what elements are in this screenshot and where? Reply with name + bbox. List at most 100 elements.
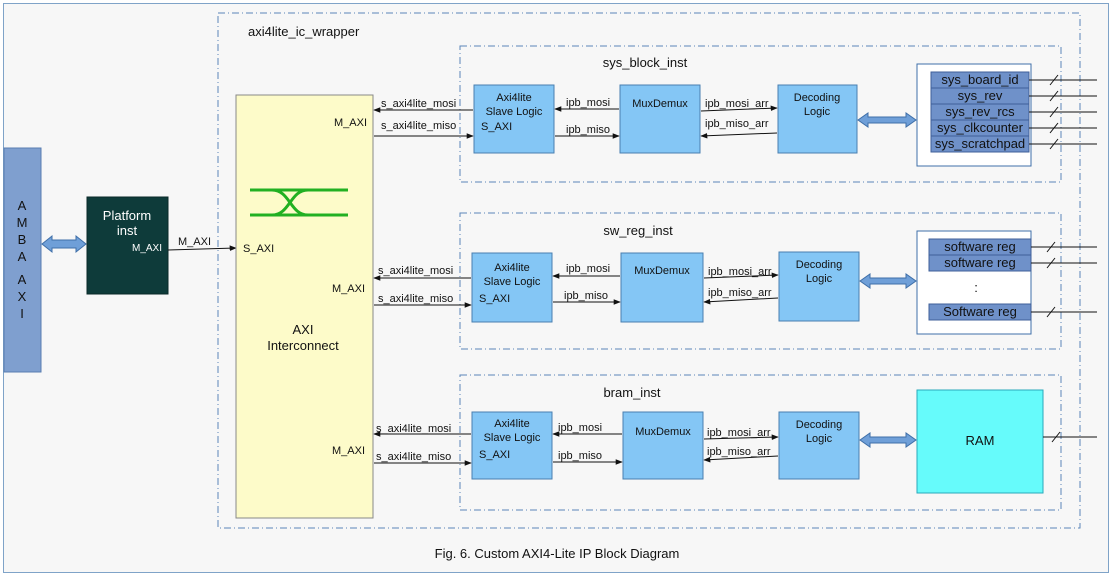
amba-axi-bus (3, 147, 42, 373)
slave-logic-label: Slave Logic (484, 432, 541, 444)
axi-interconnect-block (235, 94, 374, 519)
ipb-miso-arr-arrow (703, 455, 779, 463)
interconnect-label: Interconnect (267, 338, 339, 353)
instance-title: bram_inst (603, 385, 660, 400)
decoding-logic-block (777, 84, 858, 154)
instance-title: sys_block_inst (603, 55, 688, 70)
ipb-mosi-arr-label: ipb_mosi_arr (707, 427, 771, 439)
register-label: sys_board_id (941, 72, 1018, 87)
register-label: software reg (944, 255, 1016, 270)
instance-sys-block: sys_block_inst M_AXI s_axi4lite_mosi s_a… (334, 45, 1097, 183)
slave-logic-label: Slave Logic (486, 106, 543, 118)
register-label: sys_clkcounter (937, 120, 1024, 135)
crossbar-icon (250, 188, 348, 217)
decoding-label: Logic (804, 106, 831, 118)
amba-letter: A (18, 198, 27, 213)
decoding-label: Decoding (796, 419, 842, 431)
muxdemux-label: MuxDemux (634, 265, 690, 277)
platform-port-label: M_AXI (132, 243, 162, 254)
ipb-mosi-arr-arrow (703, 434, 779, 440)
interconnect-m-port: M_AXI (332, 445, 365, 457)
amba-letter: X (18, 289, 27, 304)
miso-label: s_axi4lite_miso (378, 293, 453, 305)
slave-port-label: S_AXI (481, 121, 512, 133)
mosi-label: s_axi4lite_mosi (378, 265, 453, 277)
instance-bram: bram_inst M_AXI s_axi4lite_mosi s_axi4li… (332, 374, 1097, 511)
figure-caption: Fig. 6. Custom AXI4-Lite IP Block Diagra… (434, 546, 680, 561)
instance-title: sw_reg_inst (603, 223, 673, 238)
decoding-logic-block (778, 411, 860, 480)
register-output-buses (1029, 74, 1097, 150)
ipb-mosi-arr-arrow (700, 105, 778, 112)
muxdemux-label: MuxDemux (632, 98, 688, 110)
ipb-miso-label: ipb_miso (566, 124, 610, 136)
ipb-miso-arr-arrow (700, 132, 778, 139)
amba-axi-label: A M B A A X I (17, 198, 28, 321)
register-label: sys_rev (958, 88, 1003, 103)
register-output-buses (1031, 241, 1097, 318)
miso-label: s_axi4lite_miso (376, 451, 451, 463)
slave-logic-label: Axi4lite (496, 92, 531, 104)
ipb-mosi-arr-arrow (703, 272, 779, 279)
register-label: software reg (944, 239, 1016, 254)
ipb-mosi-label: ipb_mosi (558, 422, 602, 434)
ram-label: RAM (966, 433, 995, 448)
decoding-logic-block (778, 251, 860, 322)
interconnect-s-port: S_AXI (243, 243, 274, 255)
register-list: sys_board_id sys_rev sys_rev_rcs sys_clk… (930, 71, 1030, 153)
muxdemux-block (619, 84, 701, 154)
mosi-label: s_axi4lite_mosi (381, 98, 456, 110)
wrapper-title: axi4lite_ic_wrapper (248, 24, 360, 39)
wrapper-boundary (217, 12, 1081, 529)
amba-letter: A (18, 249, 27, 264)
platform-inst-block (86, 196, 169, 295)
muxdemux-block (620, 252, 704, 323)
platform-label: inst (117, 223, 138, 238)
slave-logic-label: Axi4lite (494, 262, 529, 274)
register-ellipsis: : (974, 280, 978, 295)
muxdemux-label: MuxDemux (635, 426, 691, 438)
platform-to-interconnect-arrow (167, 245, 237, 251)
ipb-mosi-label: ipb_mosi (566, 97, 610, 109)
ipb-mosi-label: ipb_mosi (566, 263, 610, 275)
ipb-miso-arr-arrow (703, 297, 779, 305)
link-label: M_AXI (178, 236, 211, 248)
slave-port-label: S_AXI (479, 293, 510, 305)
interconnect-m-port: M_AXI (332, 283, 365, 295)
slave-logic-block (471, 252, 553, 323)
amba-platform-double-arrow (41, 234, 87, 254)
decode-reg-double-arrow (859, 273, 917, 289)
decoding-label: Decoding (794, 92, 840, 104)
amba-letter: I (20, 306, 24, 321)
ipb-mosi-arr-label: ipb_mosi_arr (705, 98, 769, 110)
instance-boundary (459, 212, 1062, 350)
decoding-label: Logic (806, 433, 833, 445)
interconnect-m-port: M_AXI (334, 117, 367, 129)
miso-label: s_axi4lite_miso (381, 120, 456, 132)
amba-letter: M (17, 215, 28, 230)
ipb-miso-arr-label: ipb_miso_arr (705, 118, 769, 130)
ipb-miso-label: ipb_miso (564, 290, 608, 302)
slave-logic-block (471, 411, 553, 480)
amba-letter: B (18, 232, 27, 247)
ipb-miso-label: ipb_miso (558, 450, 602, 462)
mosi-label: s_axi4lite_mosi (376, 423, 451, 435)
decoding-label: Decoding (796, 259, 842, 271)
slave-logic-block (473, 84, 555, 154)
slave-logic-label: Slave Logic (484, 276, 541, 288)
ipb-miso-arr-label: ipb_miso_arr (707, 446, 771, 458)
ram-output-bus (1043, 431, 1097, 443)
instance-boundary (459, 374, 1062, 511)
interconnect-label: AXI (293, 322, 314, 337)
amba-letter: A (18, 272, 27, 287)
ipb-mosi-arr-label: ipb_mosi_arr (708, 266, 772, 278)
ipb-miso-arr-label: ipb_miso_arr (708, 287, 772, 299)
register-label: Software reg (943, 304, 1017, 319)
slave-logic-label: Axi4lite (494, 418, 529, 430)
instance-boundary (459, 45, 1062, 183)
ram-block (916, 389, 1044, 494)
instance-sw-reg: sw_reg_inst M_AXI s_axi4lite_mosi s_axi4… (332, 212, 1097, 350)
register-label: sys_scratchpad (935, 136, 1025, 151)
slave-port-label: S_AXI (479, 449, 510, 461)
